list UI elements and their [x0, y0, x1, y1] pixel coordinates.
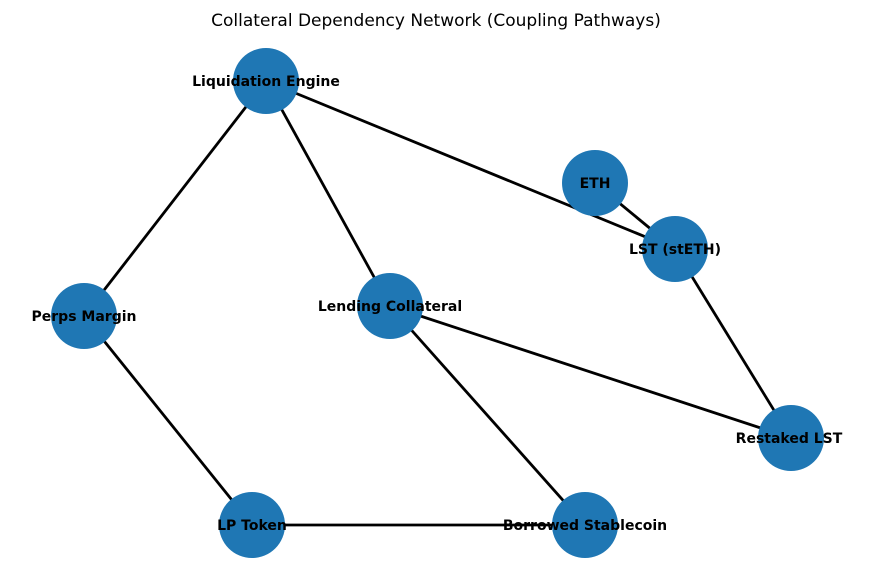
node-layer: Liquidation Engine ETH LST (stETH) Lendi…	[32, 48, 843, 558]
node-restaked-lst: Restaked LST	[736, 405, 843, 471]
edge-liquidation-engine--lending-collateral	[264, 80, 392, 307]
node-eth: ETH	[562, 150, 628, 216]
node-lp-token-label: LP Token	[217, 518, 287, 534]
node-liquidation-engine: Liquidation Engine	[192, 48, 340, 114]
node-restaked-lst-circle	[758, 405, 824, 471]
edge-lending-collateral--borrowed-stablecoin	[388, 305, 587, 526]
node-eth-circle	[562, 150, 628, 216]
node-perps-margin-label: Perps Margin	[32, 309, 137, 325]
node-perps-margin: Perps Margin	[32, 283, 137, 349]
node-eth-label: ETH	[580, 176, 611, 192]
node-perps-margin-circle	[51, 283, 117, 349]
edge-liquidation-engine--perps-margin	[82, 80, 268, 317]
node-borrowed-stablecoin-circle	[552, 492, 618, 558]
node-lending-collateral-circle	[357, 273, 423, 339]
node-liquidation-engine-label: Liquidation Engine	[192, 74, 340, 90]
node-borrowed-stablecoin-label: Borrowed Stablecoin	[503, 518, 667, 534]
edge-lst-steth--restaked-lst	[673, 248, 793, 439]
node-lst-steth: LST (stETH)	[629, 216, 721, 282]
node-restaked-lst-label: Restaked LST	[736, 431, 843, 447]
node-lst-steth-circle	[642, 216, 708, 282]
edge-lending-collateral--restaked-lst	[389, 304, 792, 440]
node-lending-collateral-label: Lending Collateral	[318, 299, 462, 315]
figure-title: Collateral Dependency Network (Coupling …	[211, 11, 661, 31]
edge-perps-margin--lp-token	[82, 315, 254, 526]
node-lp-token-circle	[219, 492, 285, 558]
node-liquidation-engine-circle	[233, 48, 299, 114]
node-lending-collateral: Lending Collateral	[318, 273, 462, 339]
node-lst-steth-label: LST (stETH)	[629, 242, 721, 258]
node-lp-token: LP Token	[217, 492, 287, 558]
edge-layer	[82, 79, 793, 527]
edge-liquidation-engine--lst-steth	[265, 79, 676, 251]
node-borrowed-stablecoin: Borrowed Stablecoin	[503, 492, 667, 558]
